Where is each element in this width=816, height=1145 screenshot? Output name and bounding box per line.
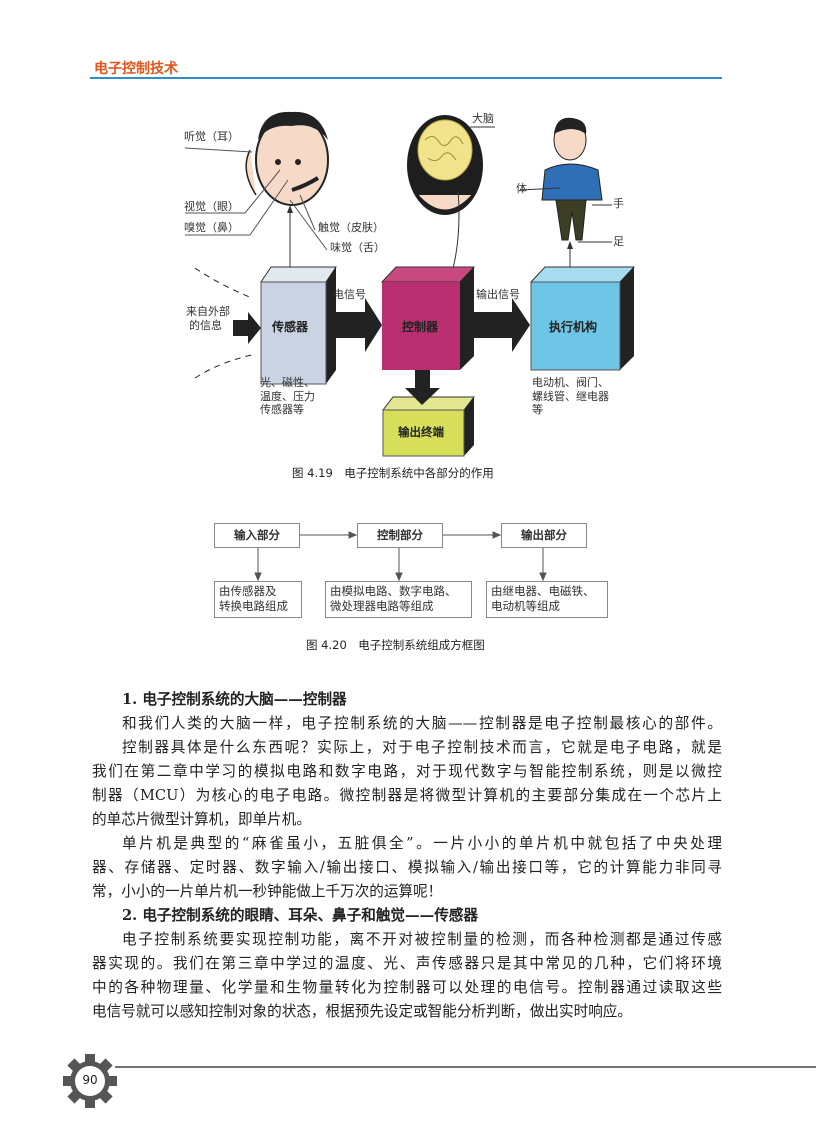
controller-block	[380, 266, 476, 370]
body-text-line: 和我们人类的大脑一样，电子控制系统的大脑——控制器是电子控制最核心的部件。	[122, 715, 722, 732]
body-text-line: 常，小小的一片单片机一秒钟能做上千万次的运算呢！	[92, 883, 443, 900]
sense-smell-label: 嗅觉（鼻）	[184, 221, 239, 234]
sense-taste-label: 味觉（舌）	[330, 241, 385, 254]
actuator-block-label: 执行机构	[549, 320, 598, 334]
output-terminal-block	[381, 396, 476, 457]
desc-line: 转换电路组成	[219, 599, 288, 613]
desc-line: 微处理器电路等组成	[330, 599, 434, 613]
input-part-box: 输入部分	[214, 523, 300, 548]
control-part-box: 控制部分	[357, 523, 443, 548]
page-number: 90	[82, 1073, 98, 1087]
footer-graphic	[63, 1054, 816, 1108]
body-text-line: 器、存储器、定时器、数字输入/输出接口、模拟输入/输出接口等，它的计算能力非同寻	[92, 859, 722, 876]
output-part-desc: 由继电器、电磁铁、 电动机等组成	[486, 581, 608, 618]
foot-label: 足	[613, 235, 624, 248]
electric-signal-label: 电信号	[333, 288, 366, 301]
figure-4-20-caption: 图 4.20 电子控制系统组成方框图	[306, 638, 485, 652]
input-part-desc: 由传感器及 转换电路组成	[214, 581, 302, 618]
running-header: 电子控制技术	[94, 61, 178, 77]
body-text-line: 控制器具体是什么东西呢？实际上，对于电子控制技术而言，它就是电子电路，就是	[122, 739, 722, 756]
controller-block-label: 控制器	[402, 320, 439, 334]
header-rule	[90, 77, 722, 79]
man-illustration	[519, 117, 612, 243]
gear-icon	[63, 1054, 117, 1108]
figure-4-19-caption: 图 4.19 电子控制系统中各部分的作用	[292, 466, 494, 480]
face-illustration	[245, 111, 329, 206]
body-text-line: 的单芯片微型计算机，即单片机。	[92, 811, 311, 828]
sense-pointer-lines	[184, 147, 328, 251]
brain-label: 大脑	[472, 112, 494, 125]
actuator-examples: 电动机、阀门、 螺线管、继电器 等	[532, 376, 609, 417]
body-text-line: 单片机是典型的“麻雀虽小，五脏俱全”。一片小小的单片机中就包括了中央处理	[122, 835, 722, 852]
body-label: 体	[516, 182, 527, 195]
figure-4-20-arrows	[254, 531, 547, 582]
sensor-block	[260, 266, 337, 385]
actuator-example-line: 电动机、阀门、	[532, 376, 609, 389]
sensor-example-line: 传感器等	[260, 403, 304, 416]
section-heading: 2. 电子控制系统的眼睛、耳朵、鼻子和触觉——传感器	[122, 907, 478, 924]
sensor-example-line: 光、磁性、	[260, 376, 315, 389]
sensor-block-label: 传感器	[272, 320, 309, 334]
figure-4-19-graphic	[184, 111, 636, 457]
hand-label: 手	[613, 197, 624, 210]
sense-sight-label: 视觉（眼）	[184, 200, 239, 213]
desc-line: 电动机等组成	[491, 599, 560, 613]
actuator-example-line: 等	[532, 403, 543, 416]
sense-touch-label: 触觉（皮肤）	[318, 221, 384, 234]
external-info-line: 的信息	[189, 319, 222, 332]
control-part-desc: 由模拟电路、数字电路、 微处理器电路等组成	[325, 581, 472, 618]
body-text-line: 我们在第二章中学习的模拟电路和数字电路，对于现代数字与智能控制系统，则是以微控	[92, 763, 722, 780]
actuator-block	[529, 266, 636, 371]
desc-line: 由模拟电路、数字电路、	[330, 584, 457, 598]
sensor-examples: 光、磁性、 温度、压力 传感器等	[260, 376, 315, 417]
sensor-example-line: 温度、压力	[260, 389, 315, 403]
output-terminal-label: 输出终端	[398, 425, 444, 439]
output-terminal-arrow	[405, 370, 440, 405]
body-text-line: 制器（MCU）为核心的电子电路。微控制器是将微型计算机的主要部分集成在一个芯片上	[92, 787, 722, 804]
desc-line: 由传感器及	[219, 584, 277, 598]
dashed-curve-lower	[194, 354, 253, 379]
output-signal-label: 输出信号	[476, 288, 520, 301]
body-text-line: 器实现的。我们在第三章中学过的温度、光、声传感器只是其中常见的几种，它们将环境	[92, 955, 722, 972]
input-arrow	[233, 312, 261, 344]
external-info-label: 来自外部 的信息	[186, 305, 230, 333]
brain-head-illustration	[407, 115, 495, 281]
electric-signal-arrow	[336, 298, 382, 352]
body-text-line: 中的各种物理量、化学量和生物量转化为控制器可以处理的电信号。控制器通过读取这些	[92, 979, 722, 996]
section-heading: 1. 电子控制系统的大脑——控制器	[122, 691, 347, 708]
dashed-curve-upper	[194, 267, 253, 299]
body-text-line: 电子控制系统要实现控制功能，离不开对被控制量的检测，而各种检测都是通过传感	[122, 931, 722, 948]
sense-hearing-label: 听觉（耳）	[184, 130, 239, 143]
body-text-line: 电信号就可以感知控制对象的状态，根据预先设定或智能分析判断，做出实时响应。	[92, 1003, 632, 1020]
external-info-line: 来自外部	[186, 305, 230, 318]
output-part-box: 输出部分	[501, 523, 587, 548]
actuator-example-line: 螺线管、继电器	[532, 389, 609, 403]
output-signal-arrow	[474, 298, 530, 352]
desc-line: 由继电器、电磁铁、	[491, 584, 595, 598]
